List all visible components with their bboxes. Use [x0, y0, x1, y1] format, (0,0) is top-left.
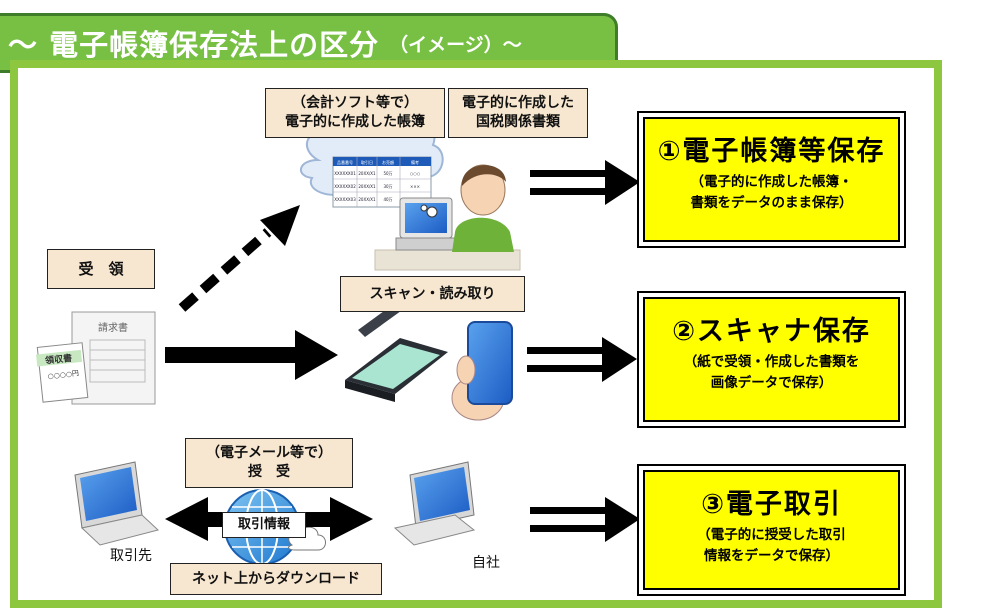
- receipt-amount: ○○○○円: [47, 369, 79, 380]
- dashed-diagonal-arrow: [178, 205, 300, 312]
- table-header-cell: 取引日: [361, 159, 373, 165]
- table-cell: XXXXXX02: [334, 184, 356, 189]
- double-arrow-1: [530, 160, 640, 205]
- table-cell: ×××: [410, 184, 420, 189]
- table-header-cell: お売額: [382, 159, 394, 165]
- table-cell: 30万: [383, 184, 392, 189]
- label-partner: 取引先: [110, 548, 152, 564]
- own-laptop-icon: [393, 461, 476, 546]
- label-download: ネット上からダウンロード: [170, 563, 382, 595]
- invoice-heading: 請求書: [98, 321, 128, 334]
- partner-laptop-icon: [74, 461, 160, 546]
- category-description: （紙で受領・作成した書類を 画像データで保存）: [683, 354, 860, 391]
- table-header-cell: 備考: [411, 159, 419, 165]
- table-cell: 20XX/X1: [358, 171, 376, 176]
- label-received: 受 領: [47, 249, 155, 289]
- page-title: ～ 電子帳簿保存法上の区分: [8, 28, 380, 62]
- label-own-company: 自社: [472, 555, 500, 571]
- label-transaction-info: 取引情報: [222, 512, 306, 538]
- table-cell: 20XX/X1: [358, 197, 376, 202]
- category-box-electronic-books: ①電子帳簿等保存 （電子的に作成した帳簿・ 書類をデータのまま保存）: [643, 117, 900, 242]
- table-cell: 20XX/X1: [358, 184, 376, 189]
- category-title: ③電子取引: [701, 489, 842, 520]
- category-box-scanner: ②スキャナ保存 （紙で受領・作成した書類を 画像データで保存）: [643, 297, 900, 422]
- receipt-document-icon: 領収書 ○○○○円: [36, 342, 89, 403]
- label-tax-documents: 電子的に作成した 国税関係書類: [448, 88, 588, 138]
- person-at-computer-icon: [374, 164, 521, 271]
- scanner-icon: [345, 298, 448, 402]
- double-arrow-2: [527, 337, 637, 382]
- category-title: ②スキャナ保存: [672, 316, 871, 347]
- table-header-cell: 品番番号: [337, 159, 353, 165]
- thick-right-arrow: [165, 330, 338, 380]
- table-cell: 50万: [383, 171, 392, 176]
- category-description: （電子的に授受した取引 情報をデータで保存）: [697, 527, 846, 564]
- receipt-heading: 領収書: [45, 352, 73, 367]
- category-description: （電子的に作成した帳簿・ 書類をデータのまま保存）: [690, 174, 853, 211]
- label-email-exchange: （電子メール等で） 授 受: [185, 438, 353, 488]
- category-box-electronic-transactions: ③電子取引 （電子的に授受した取引 情報をデータで保存）: [643, 470, 900, 590]
- smartphone-icon: [451, 321, 513, 421]
- table-cell: XXXXXX03: [334, 197, 356, 202]
- table-cell: ○○○: [410, 171, 421, 176]
- label-accounting-software: （会計ソフト等で） 電子的に作成した帳簿: [265, 88, 445, 138]
- table-cell: XXXXXX01: [334, 171, 356, 176]
- double-arrow-3: [530, 497, 640, 542]
- table-cell: 40万: [383, 197, 392, 202]
- category-title: ①電子帳簿等保存: [657, 136, 886, 167]
- label-scan: スキャン・読み取り: [340, 276, 525, 312]
- page-subtitle: （イメージ）～: [389, 33, 522, 56]
